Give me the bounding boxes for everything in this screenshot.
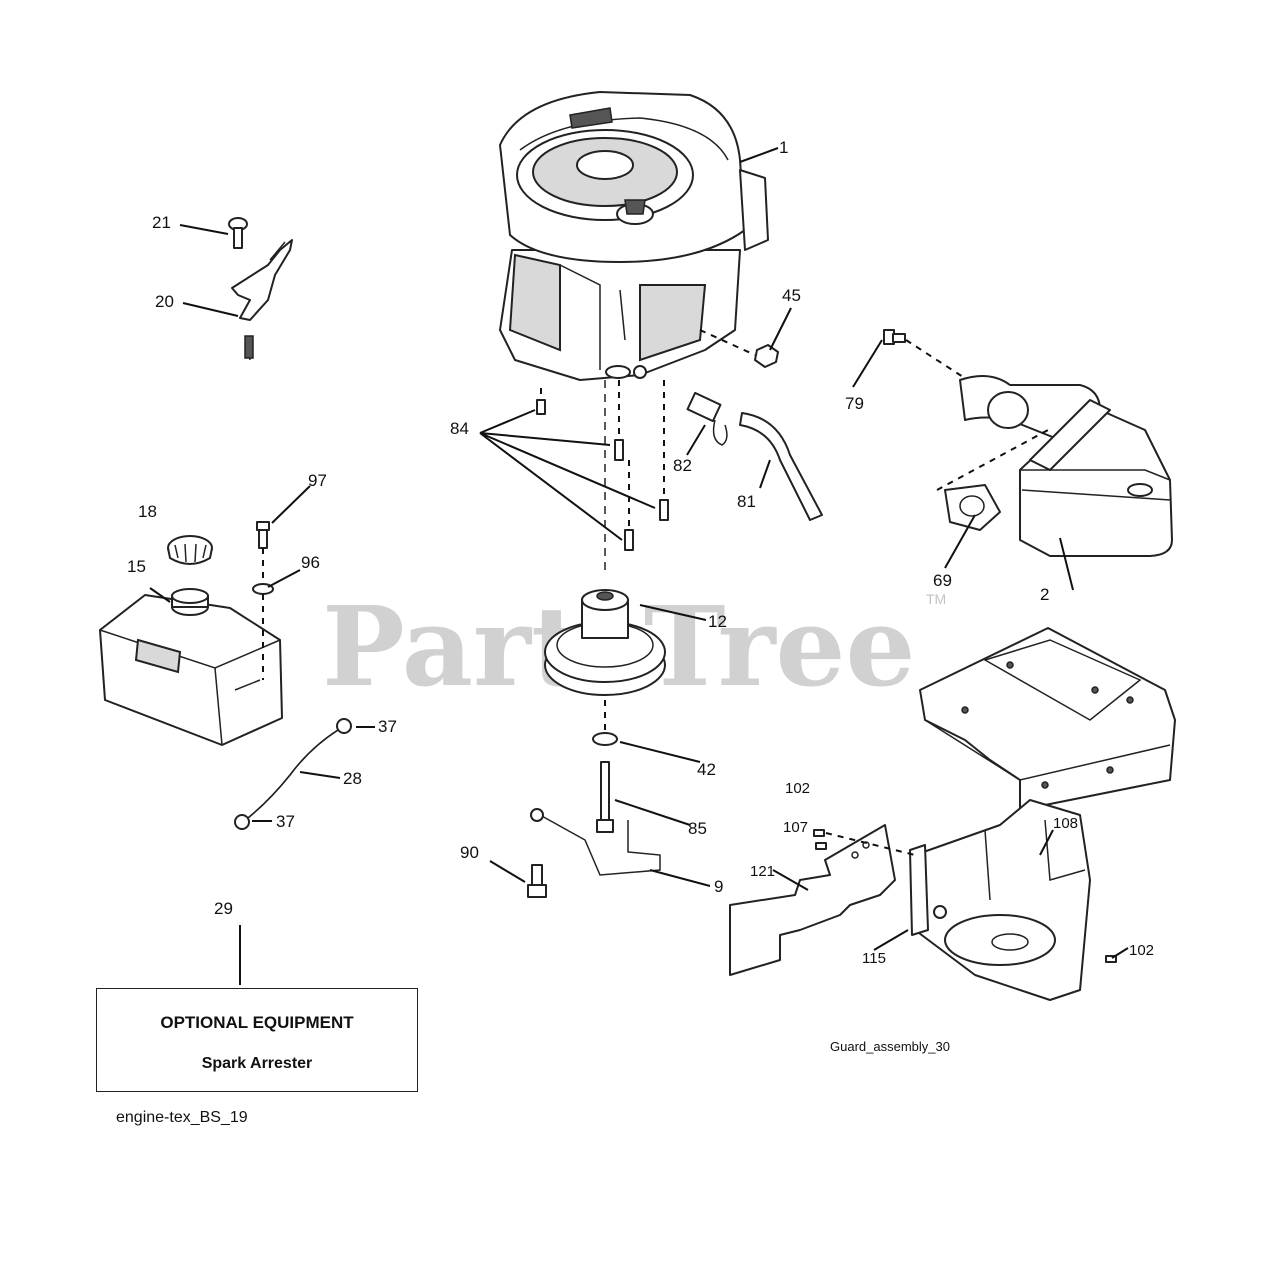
callout-107: 107 [783, 819, 808, 836]
callout-29: 29 [214, 899, 233, 918]
screw-102-right-part[interactable] [1105, 955, 1117, 963]
callout-90: 90 [460, 843, 479, 862]
callout-18: 18 [138, 502, 157, 521]
screw-102-top-part[interactable] [813, 829, 825, 837]
callout-97: 97 [308, 471, 327, 490]
watermark-trademark: TM [926, 591, 946, 607]
callout-115: 115 [862, 950, 886, 967]
optional-equipment-title: OPTIONAL EQUIPMENT [160, 1013, 354, 1032]
callout-2: 2 [1040, 585, 1049, 604]
callout-102-right: 102 [1129, 942, 1154, 959]
shield-121-part[interactable] [729, 824, 896, 976]
fuel-fitting-part[interactable] [686, 391, 728, 446]
guard-figure-code: Guard_assembly_30 [830, 1039, 950, 1054]
callout-37-top: 37 [378, 717, 397, 736]
callout-labels: 1 2 9 12 15 18 20 21 28 29 37 37 42 45 6… [127, 138, 1154, 967]
fuel-cap-part[interactable] [167, 535, 213, 565]
engine-figure-code: engine-tex_BS_19 [116, 1109, 248, 1126]
bolts-84-part[interactable] [536, 399, 669, 551]
callout-79: 79 [845, 394, 864, 413]
callout-21: 21 [152, 213, 171, 232]
callout-15: 15 [127, 557, 146, 576]
throttle-bracket-part[interactable] [231, 239, 293, 361]
bolt-79-part[interactable] [883, 329, 906, 345]
belt-guide-part[interactable] [530, 808, 661, 876]
callout-20: 20 [155, 292, 174, 311]
callout-12: 12 [708, 612, 727, 631]
bolt-90-part[interactable] [527, 864, 547, 898]
engine-mount-plate [919, 627, 1176, 811]
fuel-line-part[interactable] [234, 718, 352, 830]
screw-107-part[interactable] [815, 842, 827, 850]
bracket-115-part[interactable] [909, 844, 947, 936]
gasket-69-part[interactable] [944, 484, 1001, 531]
callout-121: 121 [750, 863, 775, 880]
callout-42: 42 [697, 760, 716, 779]
callout-84: 84 [450, 419, 469, 438]
callout-96: 96 [301, 553, 320, 572]
nut-45-part[interactable] [754, 344, 779, 368]
breather-tube-part[interactable] [739, 412, 823, 521]
callout-1: 1 [779, 138, 788, 157]
callout-28: 28 [343, 769, 362, 788]
leader-lines [149, 147, 1129, 985]
optional-equipment-box: OPTIONAL EQUIPMENT Spark Arrester [96, 988, 418, 1092]
engine-part[interactable] [499, 91, 769, 381]
bolt-97-part[interactable] [256, 521, 270, 549]
pulley-part[interactable] [544, 589, 666, 696]
screw-21-part[interactable] [228, 217, 248, 249]
callout-37-bottom: 37 [276, 812, 295, 831]
callout-69: 69 [933, 571, 952, 590]
guard-108-part[interactable] [914, 799, 1091, 1001]
bolt-85-part[interactable] [596, 761, 614, 833]
callout-45: 45 [782, 286, 801, 305]
washer-42-part[interactable] [592, 732, 618, 746]
callout-81: 81 [737, 492, 756, 511]
callout-102-top: 102 [785, 780, 810, 797]
callout-82: 82 [673, 456, 692, 475]
muffler-part[interactable] [959, 375, 1173, 557]
callout-108: 108 [1053, 815, 1078, 832]
callout-85: 85 [688, 819, 707, 838]
fuel-tank-part[interactable] [99, 588, 283, 746]
callout-9: 9 [714, 877, 723, 896]
spark-arrester-label[interactable]: Spark Arrester [201, 1055, 313, 1072]
